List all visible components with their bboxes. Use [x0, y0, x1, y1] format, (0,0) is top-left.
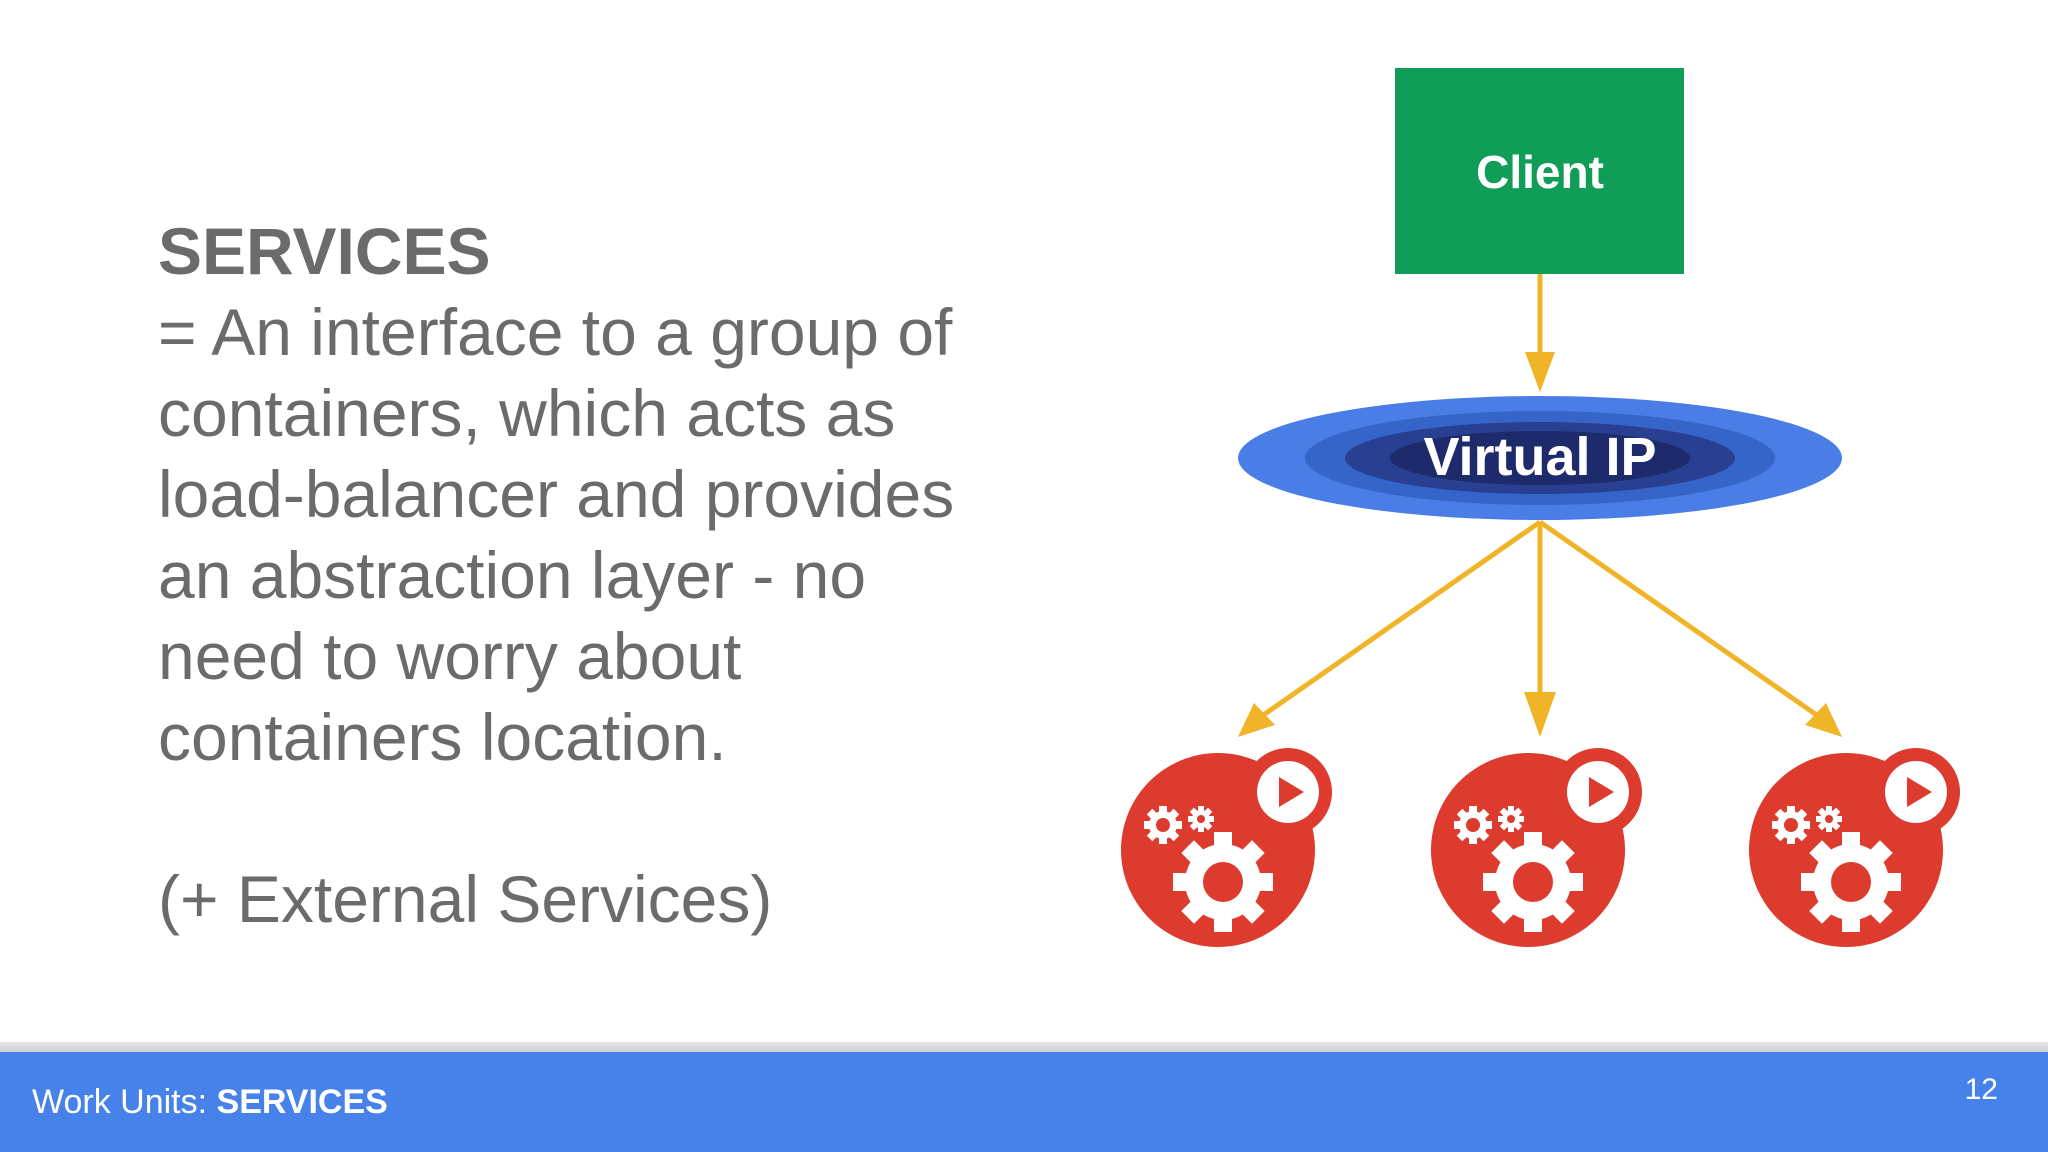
- fanout-arrows: [1238, 519, 1842, 737]
- body-line: an abstraction layer - no: [158, 538, 867, 612]
- slide-heading: SERVICES: [158, 214, 491, 288]
- body-line: containers location.: [158, 700, 727, 774]
- body-line: need to worry about: [158, 619, 742, 693]
- footer-section: SERVICES: [216, 1083, 388, 1121]
- footer-prefix: Work Units:: [32, 1083, 217, 1121]
- pod-icon: [1431, 748, 1642, 947]
- arrowhead-right: [1805, 703, 1842, 737]
- body-line: = An interface to a group of: [158, 295, 953, 369]
- arrow-left: [1260, 519, 1542, 719]
- footer-title: Work Units: SERVICES: [32, 1082, 388, 1122]
- slide-body: = An interface to a group of containers,…: [158, 292, 1058, 778]
- slide-text: SERVICES = An interface to a group of co…: [158, 210, 1058, 940]
- slide-extra: (+ External Services): [158, 862, 773, 936]
- vip-core: [1390, 431, 1690, 485]
- pod-icon: [1121, 748, 1332, 947]
- pod-icon: [1749, 748, 1960, 947]
- client-box: [1395, 68, 1684, 274]
- body-line: containers, which acts as: [158, 376, 896, 450]
- arrowhead-left: [1238, 703, 1275, 737]
- client-node: Client: [1395, 68, 1684, 274]
- footer-divider: [0, 1042, 2048, 1052]
- body-line: load-balancer and provides: [158, 457, 955, 531]
- page-number: 12: [1964, 1073, 1998, 1106]
- client-arrow: [1525, 274, 1555, 392]
- arrowhead-center: [1524, 692, 1556, 737]
- vip-label: Virtual IP: [1423, 427, 1656, 487]
- virtual-ip-node: Virtual IP: [1238, 396, 1842, 520]
- footer-bar: Work Units: SERVICES 12: [0, 1052, 2048, 1152]
- arrow-right: [1538, 519, 1820, 719]
- client-label: Client: [1476, 146, 1604, 198]
